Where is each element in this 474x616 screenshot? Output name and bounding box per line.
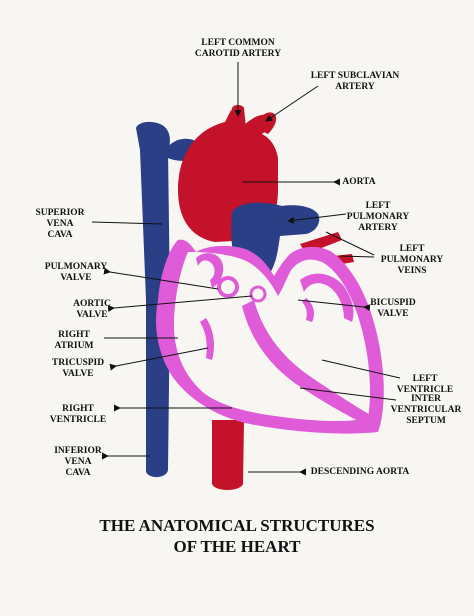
label-aorta: AORTA [342, 177, 376, 187]
leader-bicuspid [297, 299, 371, 312]
diagram-title-line-1: THE ANATOMICAL STRUCTURES [99, 516, 375, 535]
leader-tricuspid [109, 347, 209, 371]
label-bicuspid-valve: BICUSPID VALVE [370, 298, 416, 319]
label-aortic-valve: AORTIC VALVE [73, 299, 111, 320]
label-pulmonary-valve: PULMONARY VALVE [44, 262, 108, 283]
label-left-ventricle: LEFT VENTRICLE [396, 374, 454, 395]
diagram-title-line-2: OF THE HEART [173, 537, 301, 556]
label-inferior-vena-cava: INFERIOR VENA CAVA [54, 446, 102, 478]
leader-subclavian [265, 85, 319, 122]
label-left-common-carotid-artery: LEFT COMMON CAROTID ARTERY [194, 38, 282, 59]
septum-band [242, 300, 372, 426]
pulmonary-valve-ring [249, 285, 267, 303]
left-lining [300, 273, 354, 322]
leader-septum [299, 387, 397, 401]
label-left-pulmonary-artery: LEFT PULMONARY ARTERY [346, 201, 410, 233]
label-left-subclavian-artery: LEFT SUBCLAVIAN ARTERY [310, 71, 400, 92]
leader-pulmonary-valve [103, 267, 219, 290]
label-right-ventricle: RIGHT VENTRICLE [49, 404, 107, 425]
label-descending-aorta: DESCENDING AORTA [310, 467, 410, 477]
vena-cava [136, 121, 170, 478]
carotid-stub [228, 105, 246, 128]
leader-lpa [287, 213, 347, 224]
tricuspid-leaflet [200, 318, 214, 360]
aortic-valve-ring [217, 276, 239, 298]
label-inter-ventricular-septum: INTER VENTRICULAR SEPTUM [390, 394, 462, 426]
leader-aortic-valve [107, 295, 253, 313]
leader-lpv-2 [339, 255, 375, 258]
leader-svc [91, 221, 163, 225]
label-superior-vena-cava: SUPERIOR VENA CAVA [35, 208, 85, 240]
label-right-atrium: RIGHT ATRIUM [54, 330, 94, 351]
leader-lpv-1 [325, 231, 375, 256]
descending-aorta-vessel [212, 420, 244, 490]
label-left-pulmonary-veins: LEFT PULMONARY VEINS [380, 244, 444, 276]
label-tricuspid-valve: TRICUSPID VALVE [51, 358, 105, 379]
right-atrium-wall [196, 253, 224, 288]
leader-left-ventricle [321, 359, 401, 379]
bicuspid-leaflet [302, 298, 314, 322]
